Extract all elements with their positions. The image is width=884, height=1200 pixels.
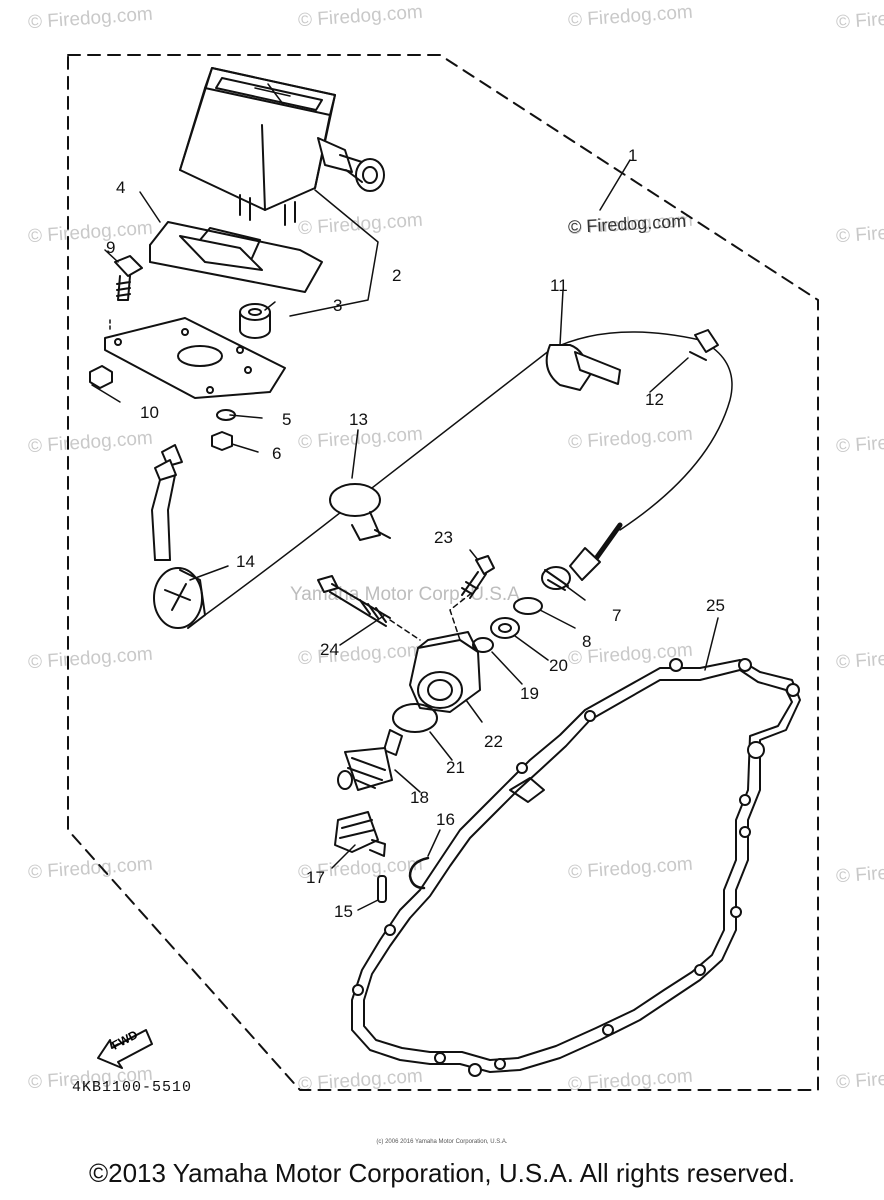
callout-4: 4: [116, 178, 126, 197]
callout-15: 15: [334, 902, 353, 921]
meter-cable: [349, 331, 733, 531]
copyright-notice: ©2013 Yamaha Motor Corporation, U.S.A. A…: [88, 1158, 796, 1188]
callout-16: 16: [436, 810, 455, 829]
fwd-arrow: [97, 1029, 153, 1069]
meter-bracket: [149, 221, 323, 293]
callout-23: 23: [434, 528, 453, 547]
callout-9: 9: [106, 238, 116, 257]
callout-24: 24: [320, 640, 339, 659]
clamp-11: [545, 344, 621, 391]
callout-5: 5: [282, 410, 292, 429]
gear-18: [337, 729, 403, 791]
callout-13: 13: [349, 410, 368, 429]
callout-25: 25: [706, 596, 725, 615]
stay-plate: [104, 317, 286, 399]
callout-14: 14: [236, 552, 255, 571]
bolt-9: [114, 255, 143, 301]
nut-10: [89, 365, 113, 389]
nut-6: [211, 431, 233, 451]
callout-2: 2: [392, 266, 402, 285]
gear-17: [334, 811, 386, 857]
pin-15: [377, 875, 387, 903]
callout-18: 18: [410, 788, 429, 807]
callout-22: 22: [484, 732, 503, 751]
callout-7: 7: [612, 606, 622, 625]
damper: [239, 303, 271, 339]
callout-20: 20: [549, 656, 568, 675]
washer-19: [472, 637, 494, 653]
callout-1: 1: [628, 146, 638, 165]
callout-10: 10: [140, 403, 159, 422]
callout-3: 3: [333, 296, 343, 315]
cable-gear-end: [541, 522, 623, 591]
o-ring-21: [392, 703, 438, 733]
o-ring-8: [513, 597, 543, 615]
assembly-outline: [67, 54, 819, 1091]
meter-cable-end: [151, 444, 206, 629]
bearing-20: [490, 617, 520, 639]
bolt-24: [317, 575, 391, 627]
circlip-16: [408, 856, 430, 890]
callout-11: 11: [550, 276, 568, 295]
callout-12: 12: [645, 390, 664, 409]
callout-8: 8: [582, 632, 592, 651]
callout-6: 6: [272, 444, 282, 463]
gear-housing-22: [409, 631, 481, 713]
part-code: 4KB1100-5510: [72, 1079, 193, 1096]
leader-lines: [91, 159, 719, 911]
gasket-25: [351, 658, 801, 1077]
bolt-23: [461, 555, 495, 599]
copyright-small: (c) 2006 2016 Yamaha Motor Corporation, …: [376, 1139, 508, 1145]
clamp-13: [329, 483, 391, 541]
speedometer-meter: [179, 67, 385, 226]
callout-17: 17: [306, 868, 325, 887]
callout-19: 19: [520, 684, 539, 703]
holder-12: [689, 329, 719, 361]
callout-21: 21: [446, 758, 465, 777]
